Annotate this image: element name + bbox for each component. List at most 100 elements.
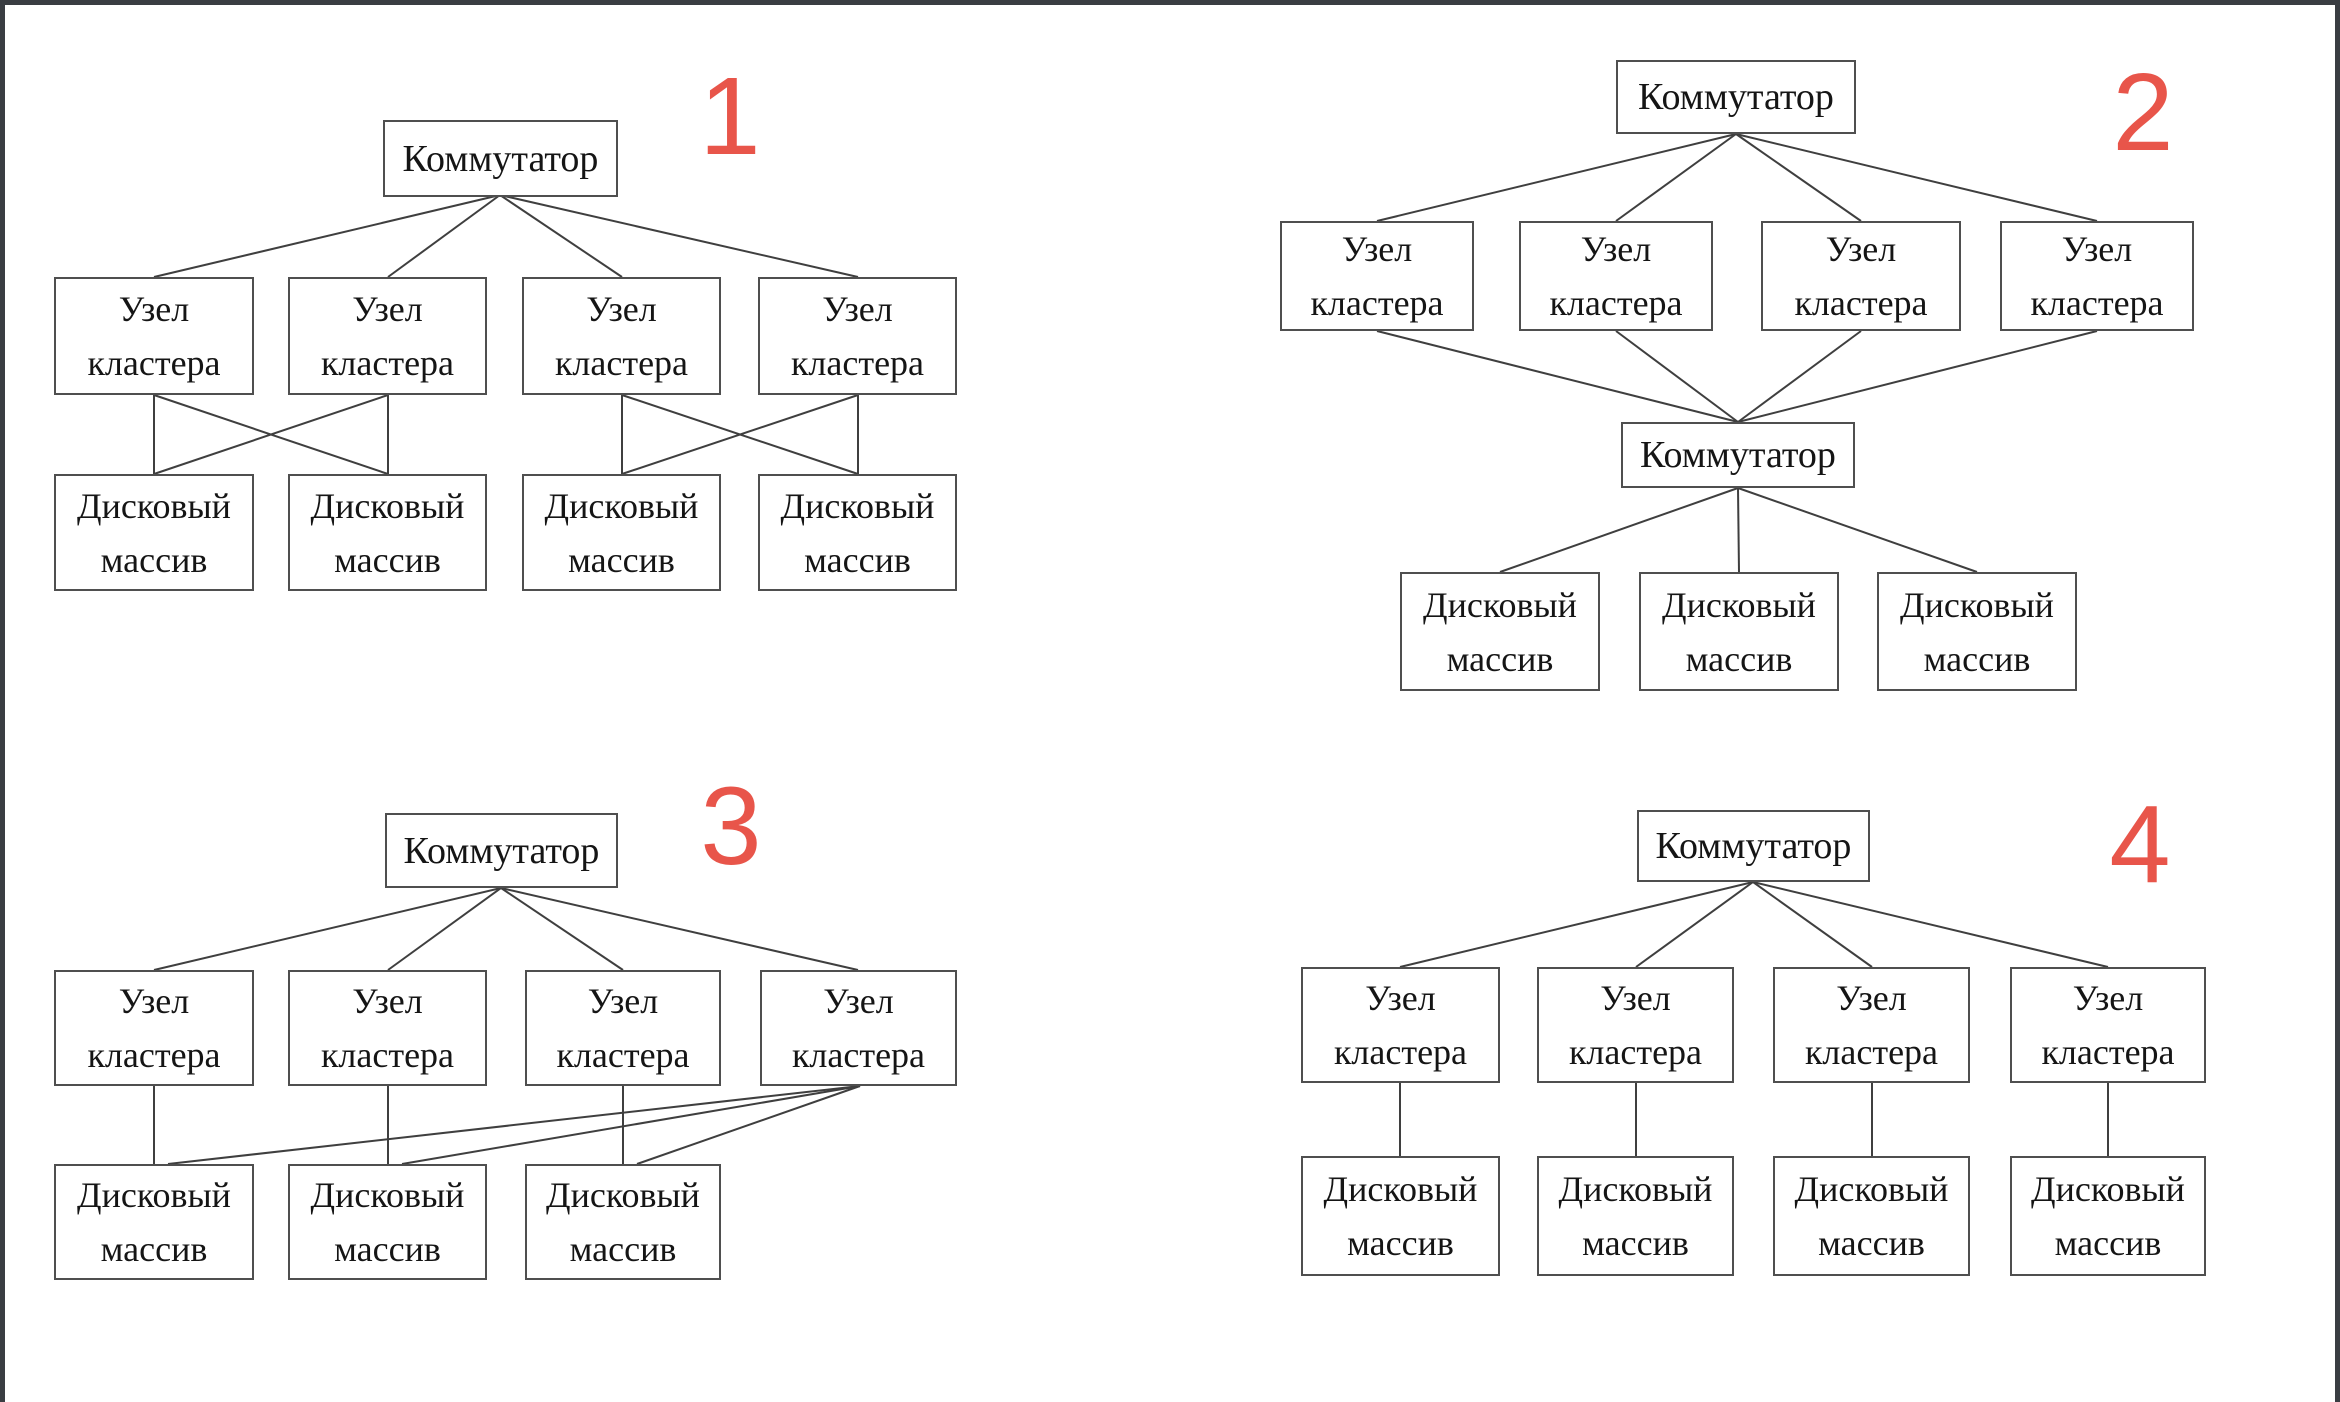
connector [1737,487,1740,573]
diagram-4-number: 4 [2109,783,2171,906]
node-label-line2: кластера [320,1035,455,1075]
node-label-line2: кластера [2030,283,2164,323]
connector [153,394,389,475]
disk-label-line2: массив [804,539,911,580]
connector [1615,330,1739,423]
diagram-1-node-3: Узел кластера [522,277,721,395]
node-label-line2: кластера [87,343,221,383]
connector [387,887,502,971]
connector [153,194,501,278]
disk-label-line2: массив [1347,1223,1454,1263]
node-label-line2: кластера [554,343,689,383]
diagram-2-node-2: Узел кластера [1519,221,1713,331]
connector [1735,133,1862,222]
diagram-3-switch: Коммутатор [385,813,618,888]
node-label-line1: Узел [823,981,894,1021]
disk-label-line2: массив [100,1229,208,1269]
disk-label-line2: массив [1582,1223,1689,1263]
disk-label-line2: массив [569,1229,677,1269]
disk-label-line1: Дисковый [1323,1169,1478,1209]
connector [499,194,623,278]
node-label-line1: Узел [1600,978,1671,1018]
disk-label-line1: Дисковый [544,485,699,526]
disk-label-line1: Дисковый [77,485,231,526]
node-label-line1: Узел [2072,978,2144,1018]
connector [167,1085,861,1165]
node-label-line2: кластера [556,1035,690,1075]
disk-label-line1: Дисковый [1423,584,1577,625]
node-label-line2: кластера [320,343,455,383]
node-label-line2: кластера [2041,1032,2175,1072]
node-label-line1: Узел [1825,229,1897,269]
node-label-line1: Узел [352,289,423,329]
diagram-2-node-3: Узел кластера [1761,221,1961,331]
diagram-4-node-3: Узел кластера [1773,967,1970,1083]
node-label-line2: кластера [1333,1032,1468,1072]
diagram-4-disk-3: Дисковый массив [1773,1156,1970,1276]
diagram-3-node-3: Узел кластера [525,970,721,1086]
connector [500,887,624,971]
node-label-line1: Узел [586,289,657,329]
connector [1376,330,1739,423]
connector [1499,487,1739,573]
connector [636,1085,861,1165]
node-label-line1: Узел [1341,229,1413,269]
frame-left-border [0,0,5,1402]
diagram-4-disk-4: Дисковый массив [2010,1156,2206,1276]
diagram-3-disk-3: Дисковый массив [525,1164,721,1280]
diagram-2-switch-top-label: Коммутатор [1638,76,1834,118]
frame-top-border [0,0,2340,5]
connector [1737,330,1862,423]
node-label-line1: Узел [1580,229,1652,269]
disk-label-line2: массив [1818,1223,1925,1263]
disk-label-line2: массив [1446,638,1554,679]
disk-label-line2: массив [100,539,208,580]
diagram-1-disk-2: Дисковый массив [288,474,487,591]
diagram-4-node-2: Узел кластера [1537,967,1734,1083]
diagram-1-node-4: Узел кластера [758,277,957,395]
node-label-line1: Узел [118,289,190,329]
frame-right-border [2335,0,2340,1402]
disk-label-line2: массив [2054,1223,2162,1263]
disk-label-line1: Дисковый [310,1175,465,1215]
disk-label-line1: Дисковый [2031,1169,2185,1209]
node-label-line1: Узел [1836,978,1907,1018]
node-label-line2: кластера [1804,1032,1939,1072]
diagram-4-disk-1: Дисковый массив [1301,1156,1500,1276]
diagram-2-switch-top: Коммутатор [1616,60,1856,134]
disk-label-line1: Дисковый [780,485,935,526]
connector [499,194,859,278]
diagram-4-node-1: Узел кластера [1301,967,1500,1083]
connector [1735,133,2098,222]
disk-label-line2: массив [1923,638,2031,679]
disk-label-line1: Дисковый [310,485,465,526]
node-label-line2: кластера [1310,283,1444,323]
connector [1376,133,1737,222]
diagram-2-number: 2 [2112,51,2174,174]
connector [1615,133,1737,222]
diagram-3-disk-1: Дисковый массив [54,1164,254,1280]
connector [1737,330,2098,423]
diagram-2-node-1: Узел кластера [1280,221,1474,331]
node-label-line2: кластера [1549,283,1683,323]
diagram-2-disk-1: Дисковый массив [1400,572,1600,691]
diagram-2-disk-3: Дисковый массив [1877,572,2077,691]
diagram-1-switch-label: Коммутатор [402,137,599,180]
disk-label-line1: Дисковый [1794,1169,1949,1209]
connector [621,394,859,475]
connector [1752,881,1873,968]
disk-label-line2: массив [568,539,675,580]
diagram-3-switch-label: Коммутатор [403,829,600,872]
diagram-4-node-4: Узел кластера [2010,967,2206,1083]
node-label-line2: кластера [1568,1032,1703,1072]
connector [1752,881,2109,968]
connector [1399,881,1754,968]
disk-label-line1: Дисковый [77,1175,231,1215]
connector [1635,881,1754,968]
diagram-1-disk-1: Дисковый массив [54,474,254,591]
diagram-1-number: 1 [699,55,761,178]
diagram-1-node-1: Узел кластера [54,277,254,395]
diagram-3-node-2: Узел кластера [288,970,487,1086]
